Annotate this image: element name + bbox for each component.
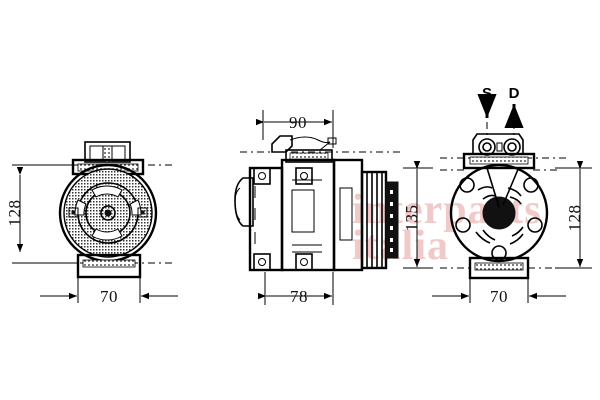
left-boss-west bbox=[68, 207, 79, 218]
dim-center-bottom-width-label: 78 bbox=[290, 287, 308, 306]
dim-left-height-label: 128 bbox=[5, 200, 24, 227]
dim-right-width: 70 bbox=[432, 278, 566, 306]
right-bottom-foot-teeth bbox=[474, 262, 524, 271]
center-rear-cover-rib bbox=[234, 187, 241, 221]
center-clutch-plate bbox=[385, 181, 399, 259]
center-view bbox=[234, 135, 400, 272]
dim-left-height: 128 bbox=[5, 164, 78, 264]
center-port-fitting bbox=[271, 135, 293, 153]
left-view bbox=[12, 141, 175, 279]
left-hub-center bbox=[100, 205, 116, 221]
dim-center-top-width-label: 90 bbox=[289, 113, 307, 132]
port-markers: S D bbox=[477, 85, 524, 138]
center-mount-hole-bl bbox=[258, 258, 266, 266]
right-port-divider bbox=[496, 142, 503, 152]
center-mount-ear-tl bbox=[253, 167, 271, 185]
center-mount-ear-br bbox=[295, 253, 313, 271]
right-link-right bbox=[502, 166, 520, 206]
left-bottom-foot-teeth bbox=[82, 259, 136, 268]
right-hub-center bbox=[482, 196, 516, 230]
center-mount-hole-br bbox=[300, 258, 308, 266]
suction-port-label: S bbox=[482, 85, 492, 102]
right-suction-port-inner bbox=[482, 142, 492, 152]
dim-left-width: 70 bbox=[40, 277, 178, 306]
right-view bbox=[440, 133, 570, 280]
discharge-port-label: D bbox=[509, 85, 520, 102]
left-boss-west-hole bbox=[71, 210, 76, 215]
left-shaft-center bbox=[104, 209, 112, 217]
center-mount-hole-tr bbox=[300, 172, 308, 180]
dim-left-width-label: 70 bbox=[100, 287, 118, 306]
right-discharge-port-outer bbox=[503, 138, 521, 156]
right-top-flange-teeth bbox=[469, 156, 529, 165]
right-body-outer bbox=[449, 163, 549, 263]
center-mount-ear-bl bbox=[253, 253, 271, 271]
center-mount-ear-tr bbox=[295, 167, 313, 185]
dim-right-height: 128 bbox=[555, 161, 592, 269]
dim-right-width-label: 70 bbox=[490, 287, 508, 306]
left-boss-east bbox=[137, 207, 148, 218]
center-clutch-plate-dots bbox=[390, 190, 393, 252]
right-link-left bbox=[486, 167, 500, 208]
center-top-manifold-texture bbox=[289, 152, 329, 160]
center-body-panel bbox=[291, 189, 315, 233]
left-boss-east-hole bbox=[140, 210, 145, 215]
left-bottom-foot bbox=[76, 253, 142, 279]
center-front-housing bbox=[332, 158, 364, 272]
dim-center-height: 135 bbox=[402, 161, 433, 269]
left-top-boss-center bbox=[102, 145, 113, 163]
right-top-flange bbox=[462, 152, 536, 170]
dim-center-bottom-width: 78 bbox=[258, 272, 334, 306]
dim-center-height-label: 135 bbox=[402, 205, 421, 232]
center-port-tube bbox=[289, 136, 331, 144]
center-mount-hole-tl bbox=[258, 172, 266, 180]
dim-center-top-width: 90 bbox=[256, 110, 334, 148]
right-suction-port-outer bbox=[478, 138, 496, 156]
center-port-cap bbox=[327, 137, 337, 145]
dim-right-height-label: 128 bbox=[565, 205, 584, 232]
right-discharge-port-inner bbox=[507, 142, 517, 152]
center-top-manifold bbox=[285, 149, 333, 163]
left-clutch-slots bbox=[74, 185, 142, 241]
center-pulley bbox=[360, 170, 388, 270]
center-front-housing-panel bbox=[339, 187, 353, 241]
right-bolt-holes bbox=[455, 177, 543, 261]
